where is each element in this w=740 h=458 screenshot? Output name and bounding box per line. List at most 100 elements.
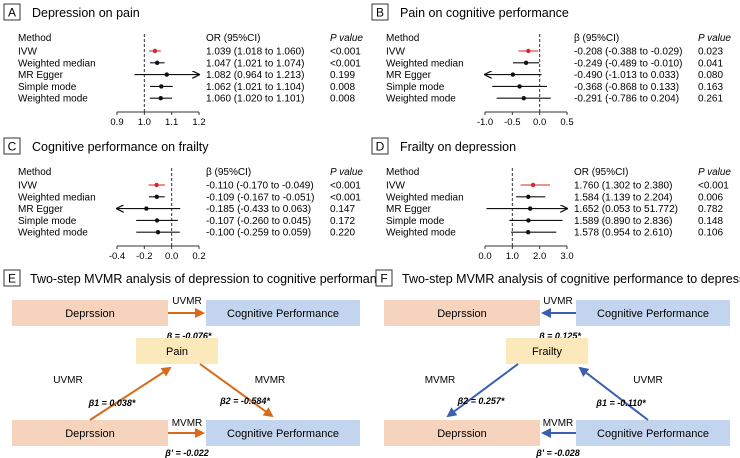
panel-title: Cognitive performance on frailty [32,140,209,154]
method-name: IVW [18,47,37,58]
p-value: 0.172 [330,216,355,227]
point-estimate [530,182,536,188]
estimate-ci: 1.047 (1.021 to 1.074) [206,58,304,69]
direct-effect-beta: β' = -0.022 [164,448,209,458]
outcome-label-top: Cognitive Performance [227,308,339,320]
path-b-label: MVMR [255,375,286,386]
p-value: <0.001 [330,192,361,203]
x-tick-label: 0.9 [110,117,123,128]
x-tick-label: 0.0 [478,251,491,262]
mvmr-diagram-E: E Two-step MVMR analysis of depression t… [3,269,390,458]
method-header: Method [386,33,419,44]
estimate-ci: -0.208 (-0.388 to -0.029) [574,47,682,58]
method-header: Method [18,33,51,44]
x-tick-label: 1.0 [138,117,151,128]
p-value: 0.008 [330,82,355,93]
path-a-beta: β1 = 0.038* [88,398,136,408]
point-estimate [154,218,160,223]
method-name: Simple mode [386,82,445,93]
method-name: Weighted median [386,58,464,69]
estimate-ci: -0.249 (-0.489 to -0.010) [574,58,682,69]
panel-title: Pain on cognitive performance [400,6,569,20]
point-estimate [164,72,169,77]
path-a-label: UVMR [53,375,82,386]
exposure-box-bottom [576,420,730,446]
method-name: Simple mode [386,216,445,227]
method-name: MR Egger [386,204,432,215]
effect-header: β (95%CI) [574,33,619,44]
exposure-box [576,300,730,326]
point-estimate [526,48,531,54]
panel-letter-box [371,3,389,21]
method-name: Simple mode [18,82,77,93]
method-name: MR Egger [386,70,432,81]
direct-effect-label: MVMR [172,418,203,429]
exposure-label-bottom: Deprssion [65,428,115,440]
path-b-beta: β2 = -0.584* [219,396,270,406]
point-estimate [154,194,159,199]
point-estimate [152,48,158,54]
outcome-label-bottom: Deprssion [437,428,487,440]
point-estimate [155,230,161,235]
path-b-arrow [446,363,519,418]
total-effect-beta: β = -0.076* [166,331,212,341]
x-tick-label: -0.4 [109,251,125,262]
method-name: Weighted mode [386,228,456,239]
path-a-arrow [578,366,649,421]
point-estimate [154,182,159,188]
p-value: 0.261 [698,94,723,105]
p-value: 0.199 [330,70,355,81]
panel-letter-box [3,137,21,155]
x-tick-label: 1.1 [165,117,178,128]
p-value: <0.001 [698,181,729,192]
method-name: Weighted median [386,192,464,203]
method-name: Weighted median [18,192,96,203]
panel-letter: A [8,6,16,20]
p-value: 0.080 [698,70,723,81]
point-estimate [510,72,516,77]
x-tick-label: 0.5 [560,117,573,128]
x-tick-label: 0.0 [165,251,178,262]
effect-header: OR (95%CI) [206,33,260,44]
outcome-box-bottom [206,420,360,446]
method-name: MR Egger [18,204,64,215]
estimate-ci: -0.107 (-0.260 to 0.045) [206,216,311,227]
x-tick-label: -1.0 [477,117,493,128]
point-estimate [144,206,149,211]
method-name: IVW [18,181,37,192]
outcome-box-top [384,300,540,326]
path-a-arrow [89,366,172,421]
panel-title: Depression on pain [32,6,140,20]
panel-letter: B [376,6,384,20]
panel-letter-box [371,137,389,155]
panel-letter-box [3,3,21,21]
p-value: 0.163 [698,82,723,93]
point-estimate [523,60,529,65]
outcome-box-top [206,300,360,326]
method-header: Method [18,167,51,178]
method-name: Weighted mode [386,94,456,105]
x-tick-label: -0.2 [136,251,152,262]
estimate-ci: 1.062 (1.021 to 1.104) [206,82,304,93]
method-name: IVW [386,181,405,192]
estimate-ci: -0.109 (-0.167 to -0.051) [206,192,314,203]
x-tick-label: 0.0 [533,117,546,128]
point-estimate [154,60,160,65]
p-value: 0.782 [698,204,723,215]
method-header: Method [386,167,419,178]
p-value: 0.041 [698,58,723,69]
panel-letter: F [380,272,387,286]
method-name: IVW [386,47,405,58]
estimate-ci: 1.578 (0.954 to 2.610) [574,228,672,239]
point-estimate [517,84,522,89]
panel-letter: E [8,272,16,286]
mediator-box [136,338,218,364]
panel-title: Frailty on depression [400,140,516,154]
exposure-box [12,300,168,326]
estimate-ci: -0.490 (-1.013 to 0.033) [574,70,679,81]
x-tick-label: 2.0 [533,251,546,262]
p-value: 0.148 [698,216,723,227]
